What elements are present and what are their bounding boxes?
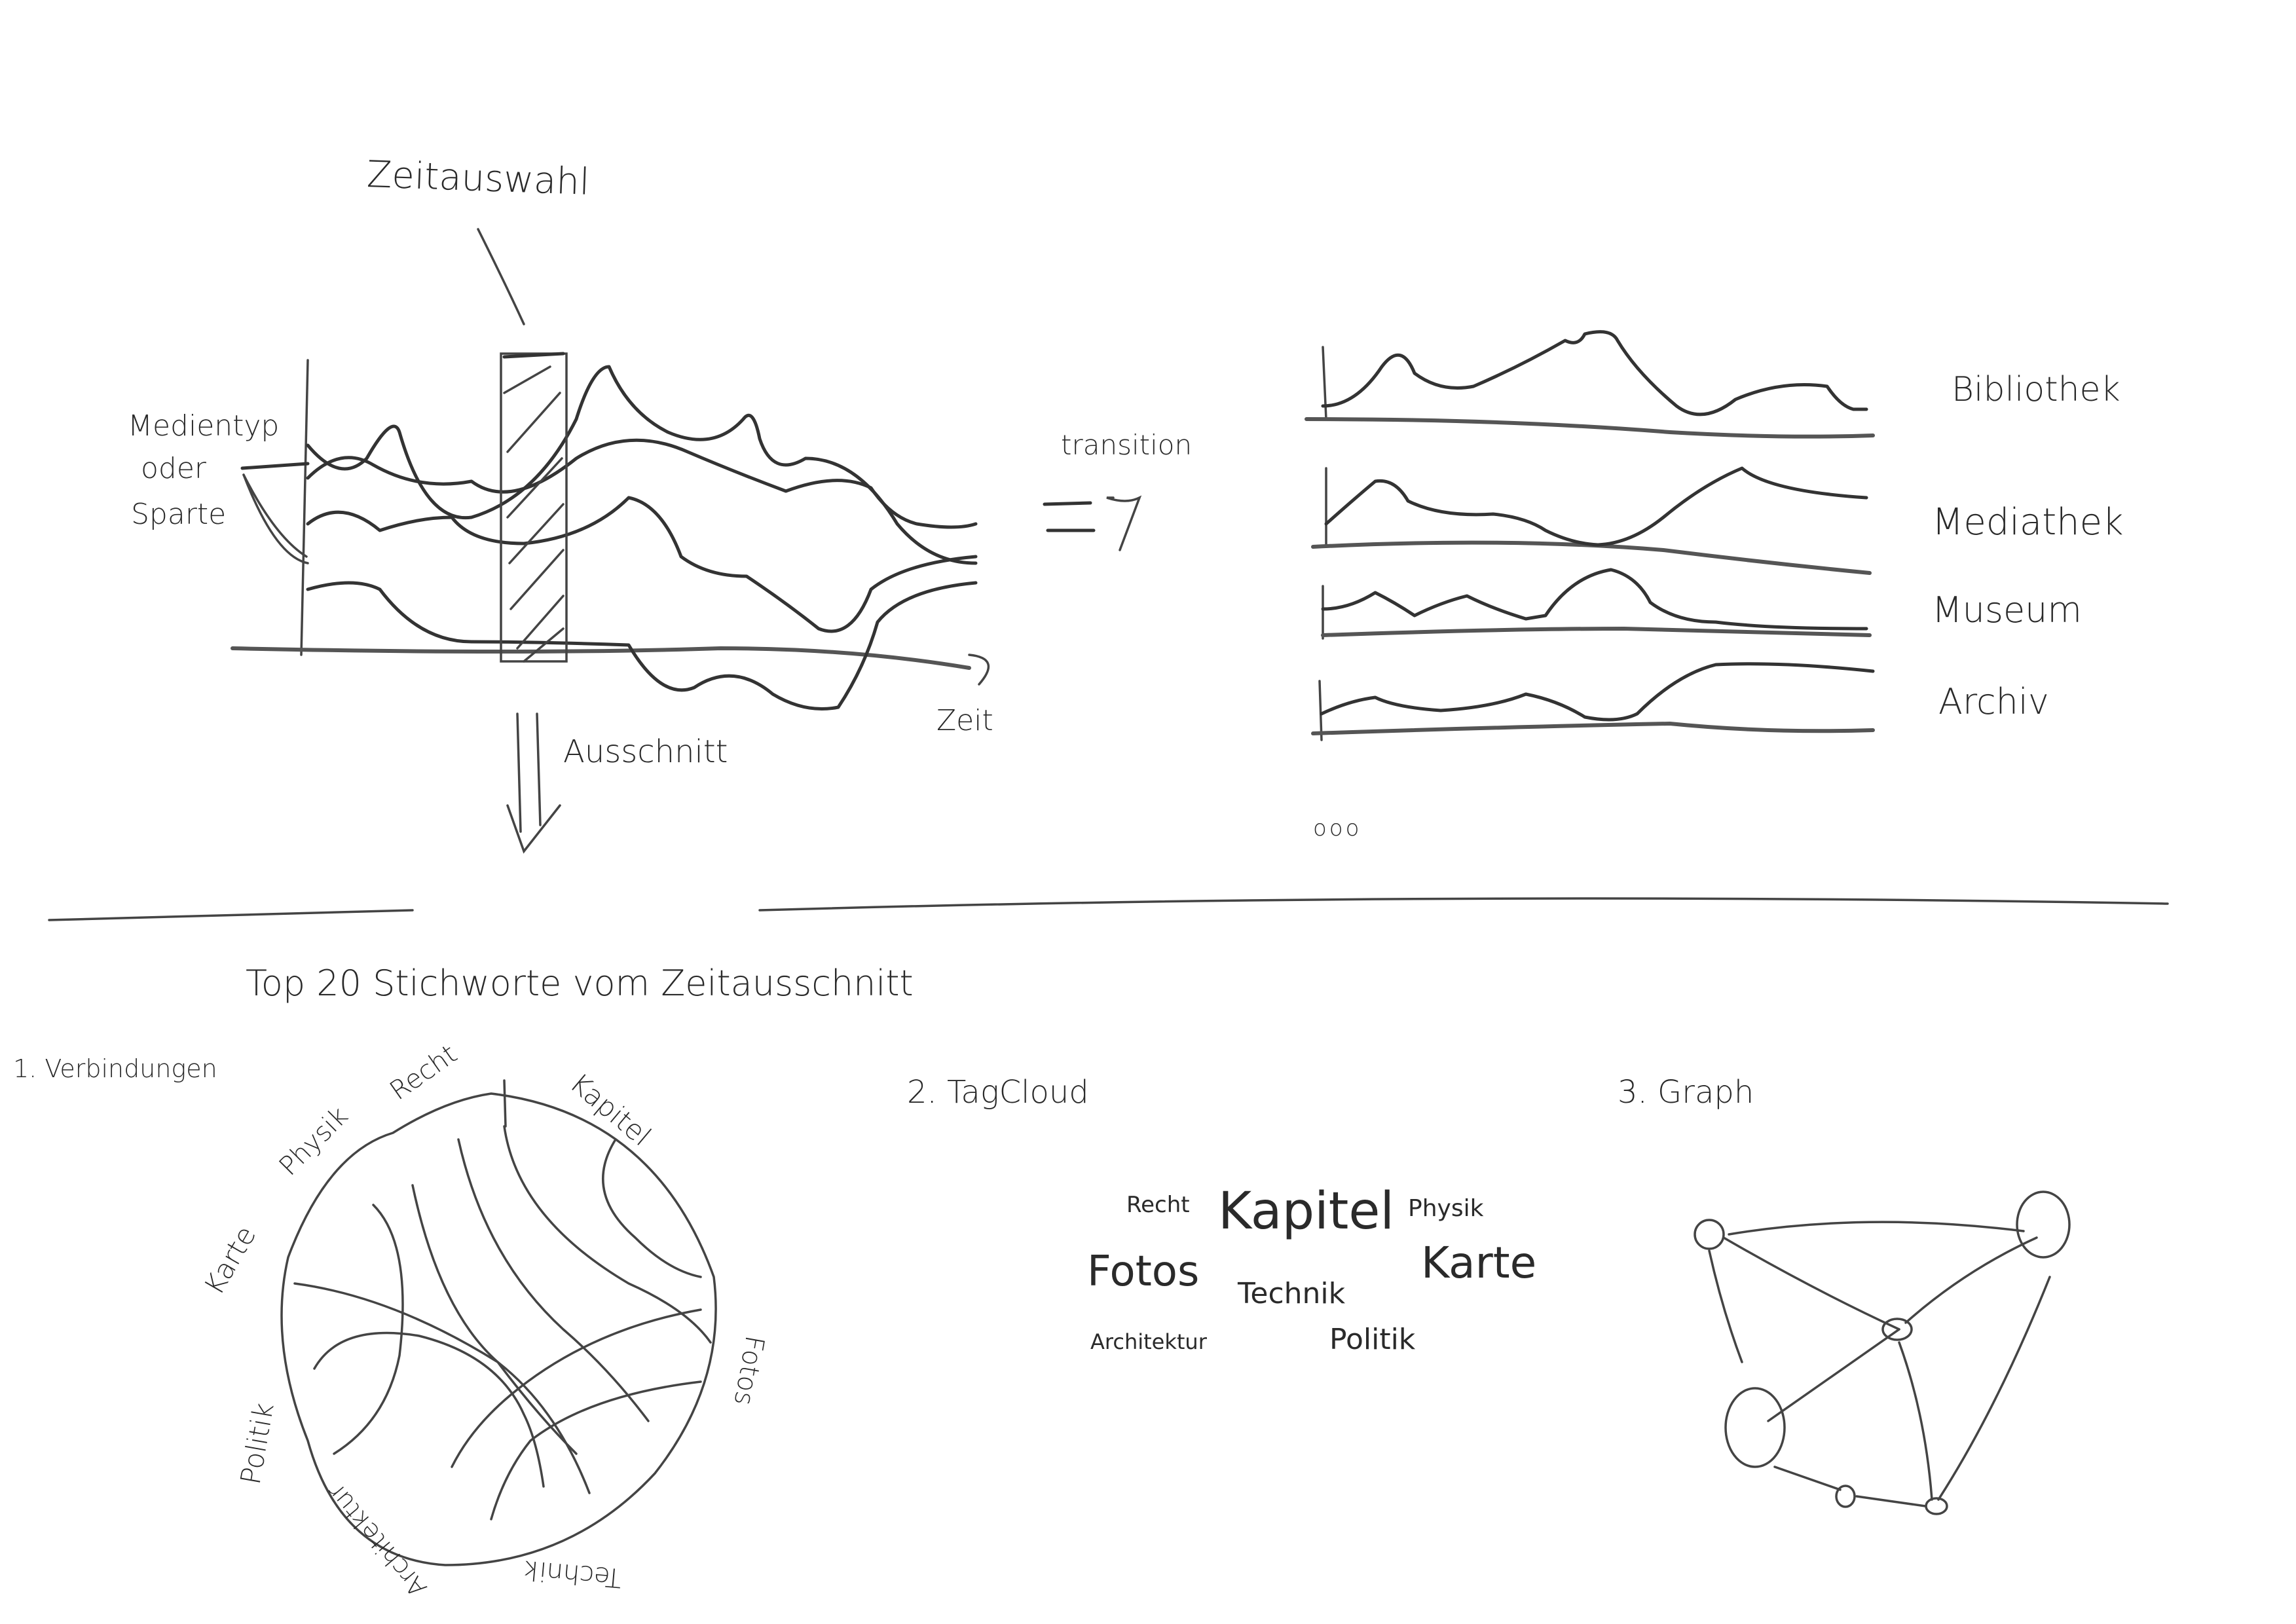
x-axis [231, 646, 971, 670]
transition-arrow [1043, 495, 1142, 551]
graph-node[interactable] [1925, 1497, 1948, 1515]
section-heading: Top 20 Stichworte vom Zeitausschnitt [246, 963, 914, 1004]
x-axis-label: Zeit [936, 704, 993, 737]
graph-node[interactable] [1724, 1387, 1786, 1468]
panel-title-tagcloud: 2. TagCloud [907, 1074, 1089, 1111]
graph-node[interactable] [1881, 1318, 1913, 1341]
graph-node[interactable] [1694, 1219, 1725, 1250]
label-museum: Museum [1932, 589, 2082, 631]
label-bibliothek: Bibliothek [1952, 370, 2120, 409]
selection-pointer [477, 228, 525, 325]
label-mediathek: Mediathek [1932, 501, 2124, 544]
more-indicator[interactable]: ooo [1313, 815, 1362, 841]
label-archiv: Archiv [1938, 681, 2049, 722]
streamgraph [231, 228, 990, 710]
graph-node[interactable] [2016, 1190, 2071, 1259]
graph-node[interactable] [1835, 1485, 1856, 1508]
tag-technik[interactable]: Technik [1238, 1277, 1346, 1310]
tag-politik[interactable]: Politik [1329, 1323, 1416, 1356]
zeitauswahl-label: Zeitauswahl [365, 153, 591, 204]
transition-label: transition [1061, 429, 1193, 461]
tag-karte[interactable]: Karte [1421, 1238, 1537, 1288]
x-axis-arrowhead [968, 654, 990, 686]
small-multiples [1305, 330, 1875, 741]
chord-ring [280, 1092, 717, 1566]
small-multiple-mediathek[interactable] [1311, 466, 1872, 575]
divider-left [48, 909, 414, 921]
ausschnitt-arrow [506, 712, 561, 854]
tag-fotos[interactable]: Fotos [1087, 1247, 1200, 1296]
tag-recht[interactable]: Recht [1126, 1192, 1190, 1218]
stream-series-1 [306, 365, 978, 565]
divider-right [758, 897, 2169, 912]
stream-series-2 [306, 438, 978, 529]
small-multiple-archiv[interactable] [1311, 662, 1875, 741]
small-multiple-bibliothek[interactable] [1305, 330, 1875, 439]
stream-series-3 [306, 496, 978, 633]
stream-series-4 [306, 581, 978, 710]
ausschnitt-label: Ausschnitt [563, 733, 728, 770]
panel-title-verbindungen: 1. Verbindungen [13, 1054, 217, 1083]
small-multiple-museum[interactable] [1321, 568, 1872, 640]
tag-kapitel[interactable]: Kapitel [1218, 1182, 1395, 1241]
time-selection-band[interactable] [500, 352, 568, 663]
tag-physik[interactable]: Physik [1408, 1195, 1484, 1222]
panel-title-graph: 3. Graph [1618, 1074, 1754, 1111]
chord-diagram[interactable] [280, 1079, 717, 1566]
y-axis [300, 359, 309, 656]
tag-architektur[interactable]: Architektur [1090, 1329, 1207, 1354]
node-link-graph[interactable] [1694, 1190, 2071, 1515]
